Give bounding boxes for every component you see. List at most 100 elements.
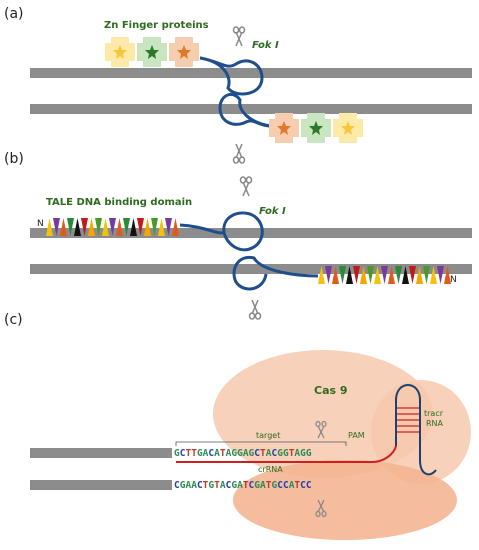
dna-base: T xyxy=(220,448,226,459)
scissors-icon xyxy=(239,176,253,197)
tale-repeat xyxy=(95,218,102,236)
tale-repeat xyxy=(339,266,346,284)
tracr-rna-hairpin xyxy=(395,384,437,476)
zn-finger-group-lower xyxy=(269,113,363,143)
dna-base: T xyxy=(243,480,249,491)
dna-base: T xyxy=(203,480,209,491)
dna-base: G xyxy=(271,480,277,491)
pam-label: PAM xyxy=(348,431,365,440)
scissors-icon xyxy=(248,299,262,320)
cas9-label: Cas 9 xyxy=(314,384,348,397)
tale-title: TALE DNA binding domain xyxy=(46,197,192,208)
dna-base: T xyxy=(191,448,197,459)
tale-repeat xyxy=(409,266,416,284)
dna-base: C xyxy=(300,480,306,491)
dna-strand-a-bottom xyxy=(30,104,472,114)
tale-repeat xyxy=(130,218,137,236)
bottom-strand-sequence: CGAACTGTACGATCGATGCCATCC xyxy=(174,480,312,491)
tale-repeat xyxy=(137,218,144,236)
zn-finger-orange-lower xyxy=(269,113,299,143)
dna-base: C xyxy=(174,480,180,491)
target-bracket xyxy=(175,441,347,446)
dna-base: T xyxy=(214,480,220,491)
dna-base: G xyxy=(231,480,237,491)
tale-repeat xyxy=(123,218,130,236)
zn-finger-yellow xyxy=(105,37,135,67)
dna-base: A xyxy=(289,480,295,491)
tale-repeat xyxy=(381,266,388,284)
dna-strand-b-top xyxy=(30,228,472,238)
tale-repeat xyxy=(346,266,353,284)
dna-base: C xyxy=(226,480,232,491)
dna-base: G xyxy=(231,448,237,459)
tale-repeat xyxy=(374,266,381,284)
zn-finger-orange xyxy=(169,37,199,67)
tale-repeat xyxy=(151,218,158,236)
dna-base: C xyxy=(283,480,289,491)
scissors-icon xyxy=(315,420,327,439)
dna-base: G xyxy=(197,448,203,459)
tale-repeat xyxy=(144,218,151,236)
dna-base: G xyxy=(300,448,306,459)
fok-i-label-a: Fok I xyxy=(252,40,279,51)
tale-repeat xyxy=(81,218,88,236)
zn-finger-green-lower xyxy=(301,113,331,143)
tale-repeat xyxy=(444,266,451,284)
dna-base: A xyxy=(203,448,209,459)
dna-base: C xyxy=(277,480,283,491)
dna-base: A xyxy=(266,448,272,459)
dna-base: A xyxy=(243,448,249,459)
tale-repeat xyxy=(437,266,444,284)
dna-base: A xyxy=(214,448,220,459)
tale-repeat xyxy=(67,218,74,236)
tale-repeat xyxy=(158,218,165,236)
tale-repeat xyxy=(172,218,179,236)
crrna-label: crRNA xyxy=(258,465,283,474)
tale-repeat xyxy=(109,218,116,236)
dna-base: G xyxy=(306,448,312,459)
tale-repeat xyxy=(395,266,402,284)
dna-base: G xyxy=(237,448,243,459)
tale-repeat xyxy=(353,266,360,284)
dna-strand-c-top xyxy=(30,448,172,458)
crrna-strand xyxy=(176,445,397,463)
scissors-icon xyxy=(232,26,246,47)
fok-i-domain-lower xyxy=(218,92,271,128)
fok-i-label-b: Fok I xyxy=(259,206,286,217)
top-strand-sequence: GCTTGACATAGGAGCTACGGTAGG xyxy=(174,448,312,459)
dna-base: T xyxy=(266,480,272,491)
dna-base: T xyxy=(289,448,295,459)
dna-base: G xyxy=(208,480,214,491)
dna-base: G xyxy=(254,480,260,491)
tale-repeat xyxy=(367,266,374,284)
dna-base: G xyxy=(277,448,283,459)
dna-base: A xyxy=(237,480,243,491)
tale-n-terminal-upper: N xyxy=(37,219,44,229)
dna-base: C xyxy=(306,480,312,491)
target-label: target xyxy=(256,431,280,440)
dna-base: C xyxy=(271,448,277,459)
dna-base: T xyxy=(294,480,300,491)
panel-c-label: (c) xyxy=(4,312,23,328)
tale-repeat xyxy=(402,266,409,284)
dna-base: A xyxy=(185,480,191,491)
fok-i-domain-lower-b xyxy=(232,255,319,291)
tale-repeat xyxy=(88,218,95,236)
tale-repeat xyxy=(325,266,332,284)
tale-repeat xyxy=(423,266,430,284)
tale-repeat xyxy=(60,218,67,236)
zn-finger-yellow-lower xyxy=(333,113,363,143)
tale-repeat xyxy=(332,266,339,284)
dna-base: A xyxy=(294,448,300,459)
dna-base: C xyxy=(208,448,214,459)
zn-finger-group-upper xyxy=(105,37,199,67)
panel-b-label: (b) xyxy=(4,151,24,167)
dna-base: C xyxy=(180,448,186,459)
dna-base: A xyxy=(220,480,226,491)
tale-repeat xyxy=(53,218,60,236)
dna-strand-a-top xyxy=(30,68,472,78)
dna-base: A xyxy=(191,480,197,491)
dna-base: G xyxy=(283,448,289,459)
dna-strand-c-bottom xyxy=(30,480,172,490)
dna-base: C xyxy=(254,448,260,459)
